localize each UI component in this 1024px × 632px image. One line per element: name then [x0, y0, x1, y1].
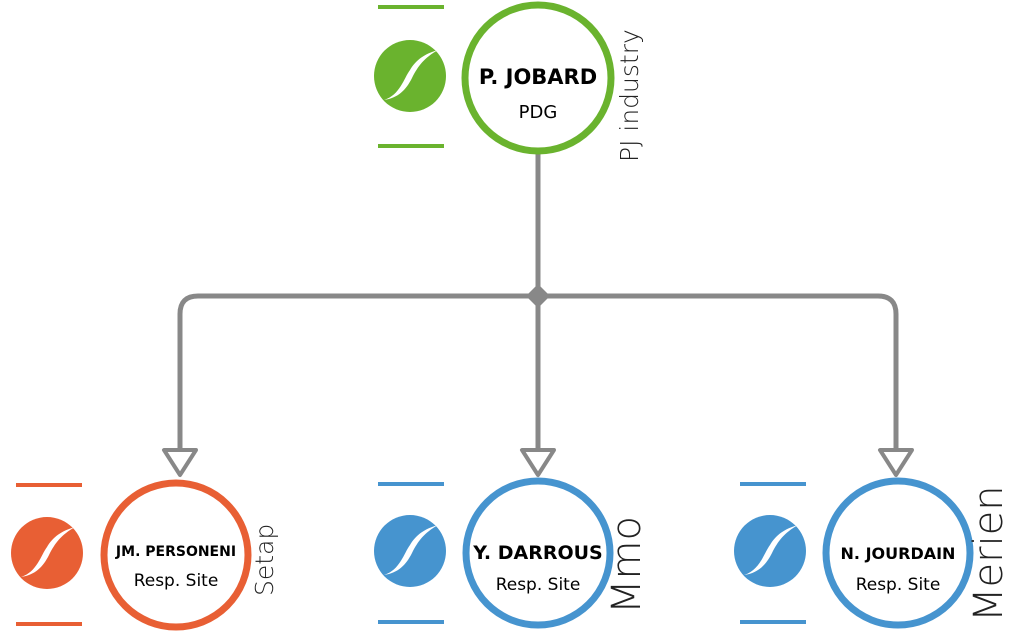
root-circle [461, 1, 615, 155]
arrowheads [162, 448, 914, 477]
s-curve-logo-icon [21, 527, 75, 577]
child2-logo [374, 515, 446, 587]
arrowhead-center [520, 448, 556, 477]
child3-role: Resp. Site [856, 575, 941, 595]
child1-company: Setap [250, 524, 279, 596]
root-role: PDG [519, 102, 558, 123]
arrowhead-left [162, 448, 198, 477]
s-curve-logo-icon [384, 50, 438, 100]
child1-logo [11, 517, 83, 589]
child2-company: Mmo [604, 516, 650, 614]
child3-logo [734, 515, 806, 587]
connector-junction [526, 284, 550, 308]
root-name: P. JOBARD [479, 65, 597, 89]
child2-name: Y. DARROUS [472, 542, 602, 564]
s-curve-logo-icon [384, 525, 438, 575]
node-child-mmo: Y. DARROUS Resp. Site Mmo [374, 477, 650, 629]
child2-circle [462, 477, 614, 629]
connector-horizontal-bus [177, 293, 541, 453]
child3-circle [822, 477, 974, 629]
connector-horizontal-bus-right [535, 293, 899, 453]
connectors [177, 149, 899, 453]
child3-company: Merien [966, 485, 1012, 622]
child3-name: N. JOURDAIN [841, 544, 956, 563]
s-curve-logo-icon [744, 525, 798, 575]
node-root: P. JOBARD PDG PJ industry [374, 1, 644, 162]
arrowhead-right [878, 448, 914, 477]
root-logo [374, 40, 446, 112]
child2-role: Resp. Site [496, 575, 581, 595]
node-child-setap: JM. PERSONENI Resp. Site Setap [11, 479, 279, 631]
root-company: PJ industry [615, 29, 644, 162]
child1-circle [100, 479, 252, 631]
child1-role: Resp. Site [134, 571, 219, 591]
child1-name: JM. PERSONENI [115, 544, 236, 560]
node-child-merien: N. JOURDAIN Resp. Site Merien [734, 477, 1012, 629]
